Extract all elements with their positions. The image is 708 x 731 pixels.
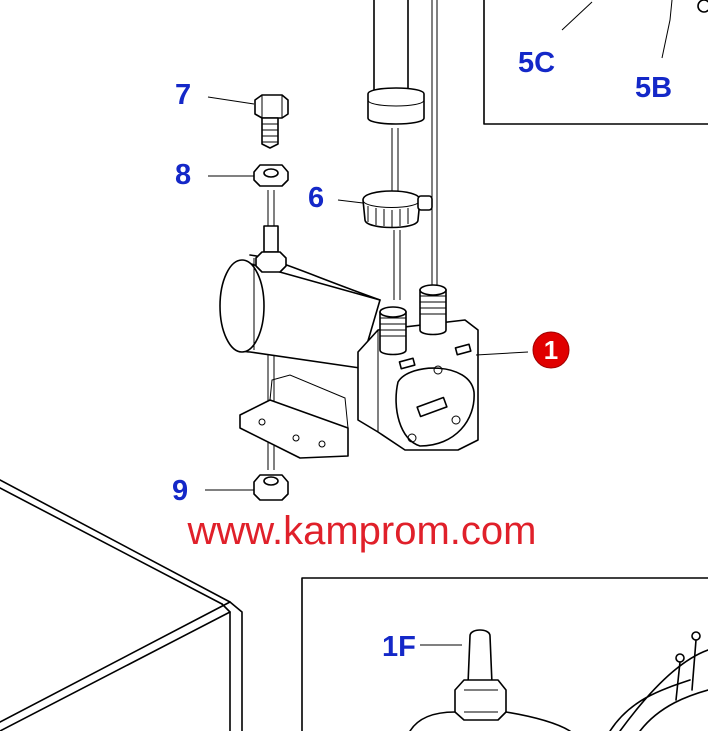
inset-panel-bottom <box>301 577 708 731</box>
pump-motor <box>219 251 479 459</box>
tank-outline <box>0 479 243 731</box>
label-part-8: 8 <box>175 159 191 191</box>
hose <box>367 0 438 290</box>
part-1-badge-label: 1 <box>544 335 558 365</box>
bolt <box>254 94 289 149</box>
label-part-6: 6 <box>308 182 324 214</box>
label-part-9: 9 <box>172 475 188 507</box>
label-part-1f: 1F <box>382 631 416 663</box>
label-part-7: 7 <box>175 79 191 111</box>
label-part-5b: 5B <box>635 72 672 104</box>
nut-9 <box>253 474 289 501</box>
leader-lines <box>205 96 529 491</box>
nut-8 <box>253 164 289 187</box>
label-part-5c: 5C <box>518 47 555 79</box>
part-1-badge: 1 <box>532 331 570 369</box>
hose-clamp <box>362 190 433 300</box>
watermark-url: www.kamprom.com <box>187 509 537 553</box>
inset-panel-top <box>483 0 708 125</box>
